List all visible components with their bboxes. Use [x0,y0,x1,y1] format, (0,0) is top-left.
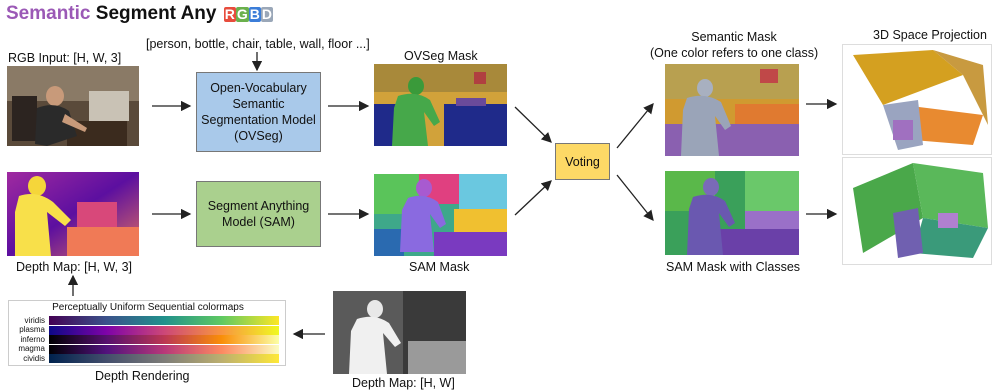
sam-mask-label: SAM Mask [409,260,470,274]
projection-semantic-image [842,44,992,155]
colormap-name-viridis: viridis [24,316,45,325]
sam-line-2: Model (SAM) [222,215,295,229]
sam-mask-classes-label: SAM Mask with Classes [666,260,801,274]
colormap-bar-inferno [49,335,279,344]
colormap-name-plasma: plasma [19,325,45,335]
arrow-voting-to-semantic [616,102,654,149]
colormap-name-inferno: inferno [20,334,45,344]
projection-sam-image [842,157,992,265]
colormap-bar-magma [49,344,279,354]
ovseg-mask-label: OVSeg Mask [404,49,478,63]
rgbd-b: B [248,6,261,22]
depth-map-gray-image [333,291,466,374]
voting-box: Voting [555,143,610,180]
colormap-name-cividis: cividis [23,353,45,363]
class-list-label: [person, bottle, chair, table, wall, flo… [146,37,370,51]
rgbd-d: D [260,6,274,22]
colormap-panel: Perceptually Uniform Sequential colormap… [8,300,286,366]
semantic-mask-label-1: Semantic Mask [691,30,777,44]
depth-map3-label: Depth Map: [H, W, 3] [16,260,133,274]
voting-label: Voting [565,154,600,169]
semantic-mask-image [665,64,799,156]
ovseg-line-4: (OVSeg) [234,129,283,143]
arrow-ovseg-to-voting [514,106,552,143]
semantic-mask-label-2: (One color refers to one class) [650,46,819,60]
arrow-sam-to-voting [514,180,552,216]
sam-line-1: Segment Anything [207,199,310,213]
ovseg-line-1: Open-Vocabulary [210,81,307,95]
title-segment-any: Segment Any [95,3,217,24]
rgbd-r: R [223,6,236,22]
colormap-bar-cividis [49,354,279,363]
title-semantic: Semantic [6,3,91,24]
ovseg-line-3: Segmentation Model [201,113,316,127]
projection-label: 3D Space Projection [873,28,987,42]
sam-mask-image [374,174,507,256]
sam-model-box: Segment Anything Model (SAM) [196,181,321,247]
rgb-input-image [7,66,139,146]
ovseg-line-2: Semantic [232,97,285,111]
colormap-title: Perceptually Uniform Sequential colormap… [52,302,244,313]
depth-map-label: Depth Map: [H, W] [352,376,455,390]
depth-rendering-label: Depth Rendering [95,369,190,383]
colormap-bar-viridis [49,316,279,325]
depth-map-colored-image [7,172,139,256]
rgbd-g: G [235,6,249,22]
arrow-voting-to-sam-classes [616,174,654,222]
sam-mask-classes-image [665,171,799,255]
colormap-name-magma: magma [18,344,45,354]
ovseg-mask-image [374,64,507,146]
ovseg-model-box: Open-Vocabulary Semantic Segmentation Mo… [196,72,321,152]
colormap-bar-plasma [49,325,279,335]
rgb-input-label: RGB Input: [H, W, 3] [8,51,122,65]
